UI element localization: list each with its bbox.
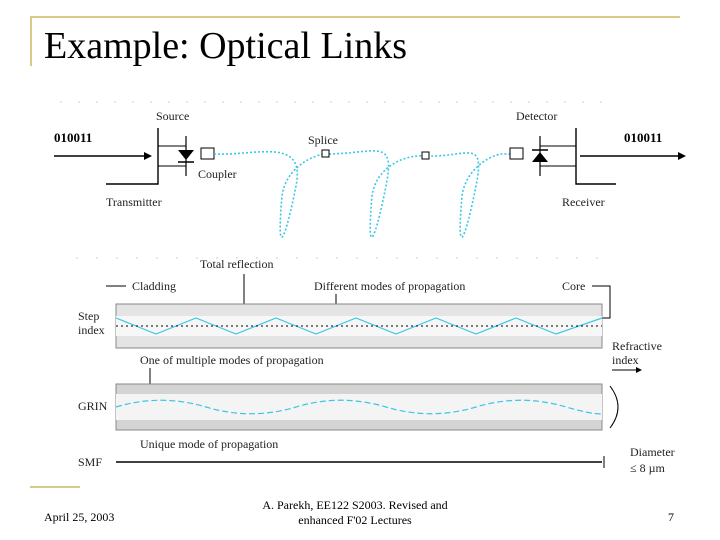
fiber-path [213, 150, 514, 238]
title-rule-horizontal [30, 16, 680, 18]
slide-title: Example: Optical Links [44, 25, 408, 67]
refractive-arrow-head [636, 367, 642, 373]
optical-links-figure: 010011 Source Coupler Transmitter Splice… [54, 101, 686, 475]
diameter-line2: ≤ 8 µm [630, 461, 666, 475]
refractive-index-line2: index [612, 353, 639, 367]
detector-coupler-box [509, 147, 524, 160]
splice-marker-2 [421, 151, 430, 160]
coupler-box [200, 147, 215, 160]
splice-marker-1 [321, 149, 330, 158]
core-label: Core [562, 279, 585, 293]
receiver-bracket [575, 128, 616, 185]
step-index-ray [115, 317, 603, 335]
refractive-index-line1: Refractive [612, 339, 662, 353]
cladding-label: Cladding [132, 279, 176, 293]
smf-label: SMF [78, 455, 102, 469]
total-reflection-label: Total reflection [200, 257, 273, 271]
coupler-label: Coupler [198, 167, 237, 181]
link-diagram: 010011 Source Coupler Transmitter Splice… [54, 101, 686, 238]
unique-mode-label: Unique mode of propagation [140, 437, 278, 451]
different-modes-label: Different modes of propagation [314, 279, 465, 293]
input-bits-label: 010011 [54, 130, 92, 145]
grin-index-profile [609, 385, 619, 429]
core-leader [592, 285, 611, 319]
detector-label: Detector [516, 109, 557, 123]
footer-rule [30, 486, 80, 488]
grin-core [116, 394, 602, 420]
splice-label: Splice [308, 133, 338, 147]
title-rule-vertical [30, 16, 32, 66]
fiber-types-diagram: Total reflection Cladding Different mode… [76, 257, 675, 475]
footer-source-line1: A. Parekh, EE122 S2003. Revised and [262, 498, 448, 512]
receiver-label: Receiver [562, 195, 605, 209]
footer-source: A. Parekh, EE122 S2003. Revised and enha… [240, 498, 470, 528]
one-of-multiple-label: One of multiple modes of propagation [140, 353, 324, 367]
output-bits-label: 010011 [624, 130, 662, 145]
transmitter-bracket [106, 128, 159, 185]
input-arrow-head [144, 152, 152, 160]
output-arrow-head [678, 152, 686, 160]
diameter-line1: Diameter [630, 445, 675, 459]
transmitter-label: Transmitter [106, 195, 162, 209]
footer-date: April 25, 2003 [44, 510, 115, 524]
grin-label: GRIN [78, 399, 108, 413]
source-diode-icon [178, 150, 194, 160]
step-label-line2: index [78, 323, 105, 337]
source-label: Source [156, 109, 189, 123]
step-label-line1: Step [78, 309, 99, 323]
page-number: 7 [668, 510, 674, 524]
footer-source-line2: enhanced F'02 Lectures [298, 513, 412, 527]
step-index-core [116, 316, 602, 336]
detector-diode-icon [532, 152, 548, 162]
grin-ray [115, 399, 603, 415]
